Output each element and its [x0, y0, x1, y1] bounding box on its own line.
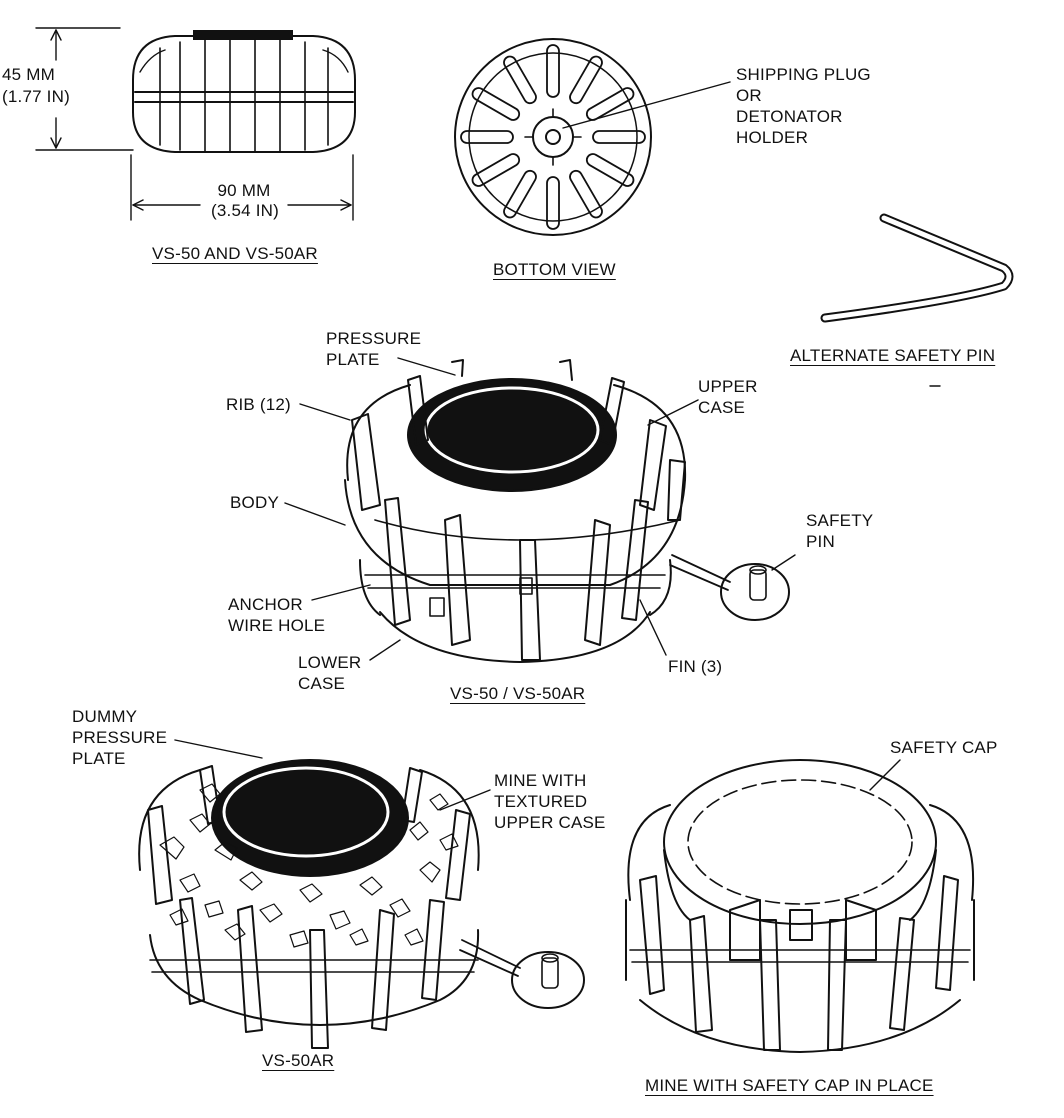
shipping-plug-callout: SHIPPING PLUG OR DETONATOR HOLDER — [736, 65, 871, 147]
side-view-drawing — [35, 27, 356, 221]
lower-case-callout: LOWER CASE — [298, 653, 362, 693]
side-view-caption: VS-50 AND VS-50AR — [152, 244, 318, 263]
alternate-safety-pin-caption: ALTERNATE SAFETY PIN — [790, 346, 996, 365]
height-mm-label: 45 MM — [2, 65, 55, 84]
safety-cap-view-drawing — [625, 759, 975, 1053]
width-in-label: (3.54 IN) — [211, 201, 279, 220]
anchor-wire-hole-callout: ANCHOR WIRE HOLE — [228, 595, 326, 635]
textured-view-caption: VS-50AR — [262, 1051, 335, 1070]
textured-view-drawing — [138, 759, 585, 1049]
safety-cap-view-caption: MINE WITH SAFETY CAP IN PLACE — [645, 1076, 934, 1095]
main-view-caption: VS-50 / VS-50AR — [450, 684, 586, 703]
upper-case-callout: UPPER CASE — [698, 377, 758, 417]
leader-lines — [174, 357, 901, 811]
bottom-view-caption: BOTTOM VIEW — [493, 260, 616, 279]
fin-callout: FIN (3) — [668, 657, 723, 676]
dummy-pressure-plate-callout: DUMMY PRESSURE PLATE — [72, 707, 168, 768]
pressure-plate-callout: PRESSURE PLATE — [326, 329, 422, 369]
safety-pin-callout: SAFETY PIN — [806, 511, 874, 551]
safety-cap-callout: SAFETY CAP — [890, 738, 998, 757]
alternate-safety-pin-drawing — [820, 213, 1014, 387]
textured-upper-case-callout: MINE WITH TEXTURED UPPER CASE — [494, 771, 606, 832]
width-mm-label: 90 MM — [217, 181, 271, 200]
rib-callout: RIB (12) — [226, 395, 291, 414]
body-callout: BODY — [230, 493, 279, 512]
main-view-drawing — [344, 359, 790, 663]
height-in-label: (1.77 IN) — [2, 87, 70, 106]
bottom-view-drawing — [454, 38, 731, 236]
